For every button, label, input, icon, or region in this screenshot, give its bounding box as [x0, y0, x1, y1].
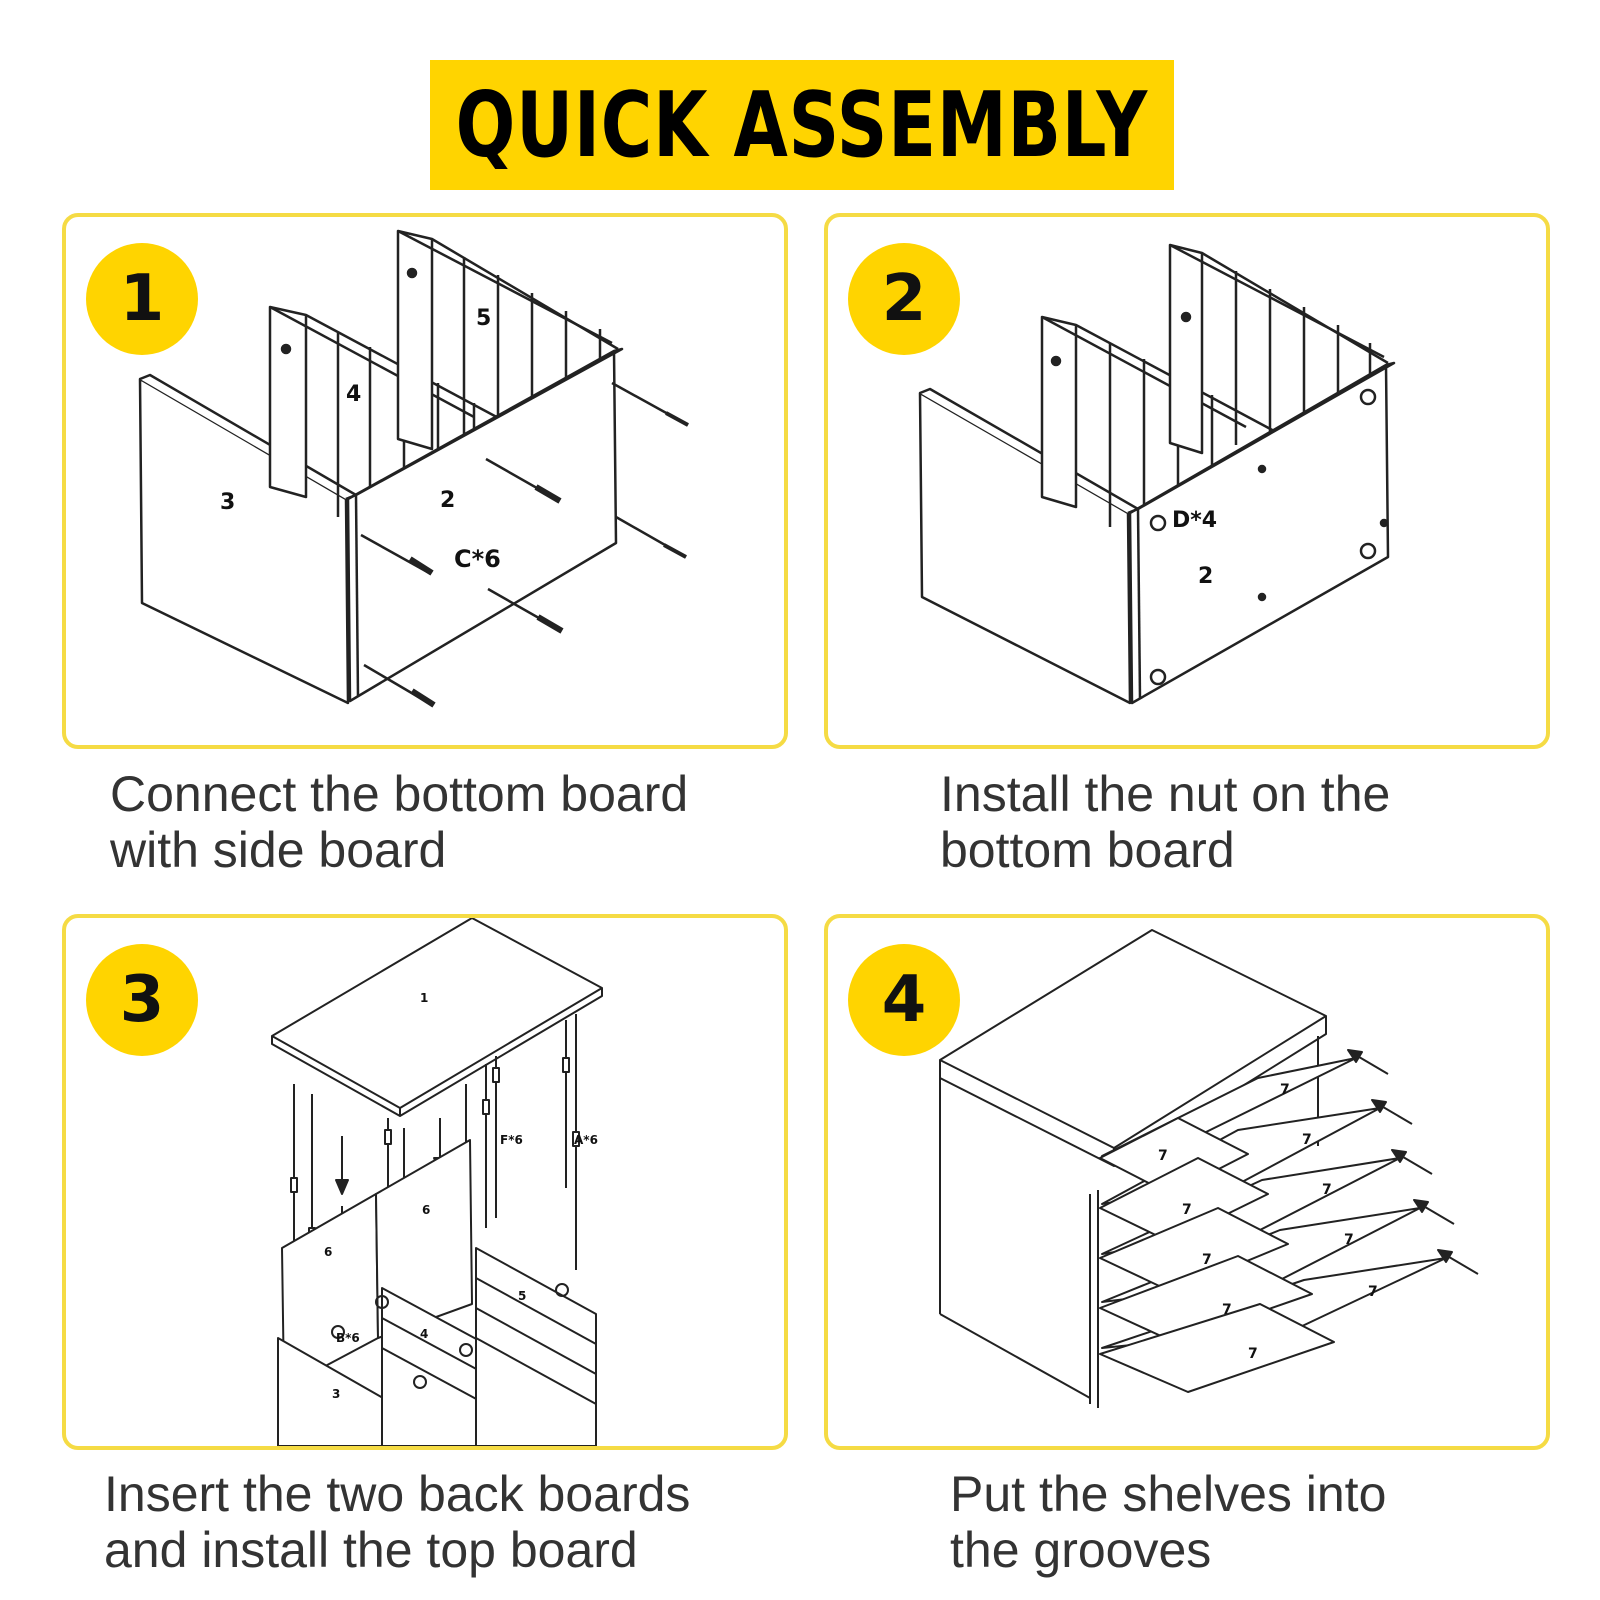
- step-4-illustration: 7 7 7 7 7 7 7 7 7 7: [939, 929, 1479, 1408]
- part-label-1: 1: [420, 991, 428, 1005]
- part-label-6-left: 6: [324, 1245, 332, 1259]
- step-1-illustration: 3 2 4 5 C*6: [138, 229, 689, 708]
- shelf-label: 7: [1368, 1284, 1378, 1300]
- part-label-4: 4: [346, 382, 361, 407]
- shelf-label: 7: [1182, 1202, 1192, 1218]
- step-1-caption: Connect the bottom board with side board: [110, 766, 689, 878]
- step-2-caption: Install the nut on the bottom board: [940, 766, 1391, 878]
- step-3-illustration: 1 6 6 3 4 5 F*6 A*6 B*6: [271, 918, 603, 1446]
- step-4-panel: 4 7 7: [824, 914, 1550, 1450]
- step-4-caption: Put the shelves into the grooves: [950, 1466, 1387, 1578]
- part-label-screws: C*6: [454, 545, 501, 573]
- shelf-label: 7: [1302, 1132, 1312, 1148]
- shelf-label: 7: [1322, 1182, 1332, 1198]
- shelf-label: 7: [1280, 1082, 1290, 1098]
- part-label-3: 3: [220, 490, 235, 515]
- step-3-caption: Insert the two back boards and install t…: [104, 1466, 691, 1578]
- step-2-illustration: D*4 2: [918, 243, 1396, 705]
- step-2-panel: 2 D*4 2: [824, 213, 1550, 749]
- step-3-badge: 3: [86, 944, 198, 1056]
- part-label-4: 4: [420, 1327, 428, 1341]
- step-2-badge: 2: [848, 243, 960, 355]
- step-4-badge: 4: [848, 944, 960, 1056]
- shelf-label: 7: [1202, 1252, 1212, 1268]
- shelf-label: 7: [1248, 1346, 1258, 1362]
- part-label-bolts: B*6: [336, 1331, 360, 1345]
- part-label-2: 2: [1198, 564, 1213, 589]
- page-title: QUICK ASSEMBLY: [455, 72, 1149, 178]
- part-label-cams: A*6: [574, 1133, 598, 1147]
- part-label-5: 5: [476, 306, 491, 331]
- part-label-5: 5: [518, 1289, 526, 1303]
- step-3-panel: 3: [62, 914, 788, 1450]
- step-1-badge: 1: [86, 243, 198, 355]
- step-1-panel: 1: [62, 213, 788, 749]
- part-label-dowels: F*6: [500, 1133, 523, 1147]
- shelf-label: 7: [1344, 1232, 1354, 1248]
- part-label-nuts: D*4: [1172, 508, 1217, 533]
- title-banner: QUICK ASSEMBLY: [430, 60, 1174, 190]
- shelf-label: 7: [1222, 1302, 1232, 1318]
- part-label-6-right: 6: [422, 1203, 430, 1217]
- part-label-3: 3: [332, 1387, 340, 1401]
- shelf-label: 7: [1158, 1148, 1168, 1164]
- part-label-2: 2: [440, 488, 455, 513]
